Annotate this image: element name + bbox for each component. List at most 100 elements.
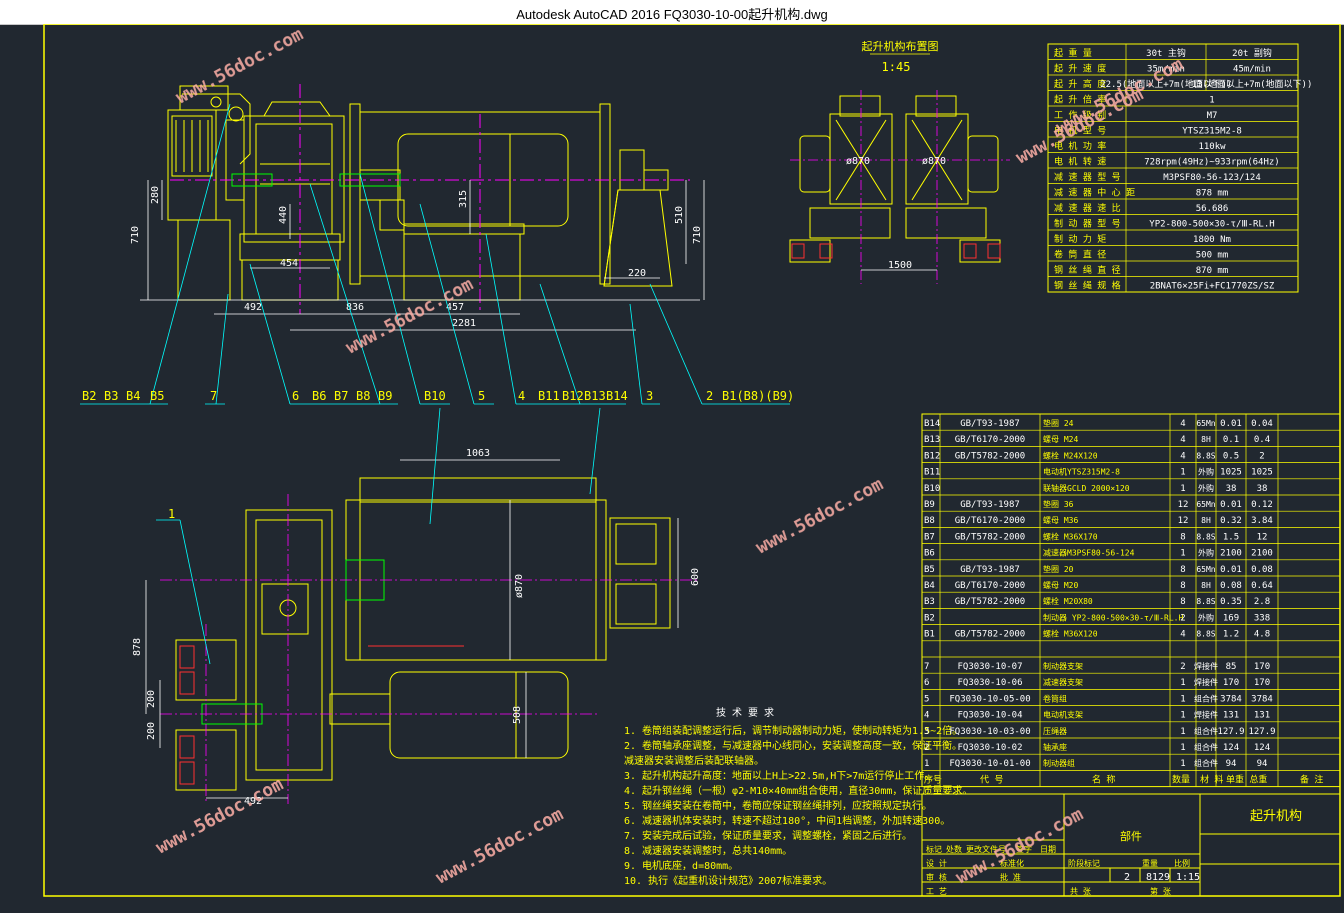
front-dim-7: 220 xyxy=(628,268,646,279)
title-block: 起升机构 部件 2 8129 1:15 标记处数更改文件号签字日期设 计审 核工… xyxy=(921,793,1341,897)
parts-cell: 2 xyxy=(1180,613,1185,623)
parts-cell: 4 xyxy=(1180,435,1185,445)
parts-cell: FQ3030-10-01-00 xyxy=(949,759,1030,769)
spec-value: 110kw xyxy=(1198,142,1226,152)
parts-cell: 170 xyxy=(1223,678,1239,688)
spec-label: 减 速 器 速 比 xyxy=(1054,202,1121,214)
parts-cell: 65Mn xyxy=(1196,419,1215,428)
tech-note: 6. 减速器机体安装时，转速不超过180°，中间1档调整，外加转速300。 xyxy=(624,814,950,827)
top-view-scale: 1:45 xyxy=(882,60,911,74)
parts-cell: 8H xyxy=(1201,435,1211,444)
scale-value: 1:15 xyxy=(1176,872,1200,883)
parts-cell: 3.84 xyxy=(1251,516,1273,526)
spec-value: 500 mm xyxy=(1196,251,1229,261)
leader-label: B14 xyxy=(606,389,628,403)
front-dim-6: 710 xyxy=(692,226,703,244)
window-title: Autodesk AutoCAD 2016 FQ3030-10-00起升机构.d… xyxy=(516,7,828,22)
parts-cell: GB/T5782-2000 xyxy=(955,597,1025,607)
parts-cell: 94 xyxy=(1257,759,1268,769)
leader-label: B3 xyxy=(104,389,118,403)
front-dim-5: 510 xyxy=(674,206,685,224)
parts-cell: 减速器M3PSF80-56-124 xyxy=(1043,548,1135,558)
parts-cell: 1025 xyxy=(1220,468,1242,478)
parts-header: 备 注 xyxy=(1300,773,1323,785)
spec-value: 1800 Nm xyxy=(1193,235,1231,245)
parts-header: 代 号 xyxy=(980,774,1003,785)
parts-cell: 5 xyxy=(924,694,929,704)
spec-value: 35m/min xyxy=(1147,65,1185,75)
parts-cell: 组合件 xyxy=(1194,693,1218,703)
parts-cell: 螺栓 M20X80 xyxy=(1043,596,1093,606)
top-dim-2: 1500 xyxy=(888,260,912,271)
plan-dim-4: 200 xyxy=(146,690,157,708)
leader-label: B7 xyxy=(334,389,348,403)
plan-dim-6: 508 xyxy=(512,706,523,724)
plan-centerlines xyxy=(160,494,700,804)
spec-label: 钢 丝 绳 规 格 xyxy=(1054,280,1121,292)
drawing-name: 起升机构 xyxy=(1250,809,1302,824)
parts-cell: 组合件 xyxy=(1194,742,1218,752)
spec-value: 870 mm xyxy=(1196,266,1229,276)
top-view-title: 起升机构布置图 xyxy=(862,39,939,53)
parts-cell: 2 xyxy=(924,743,929,753)
leader-label: 5 xyxy=(478,389,485,403)
plan-red-parts xyxy=(179,645,464,785)
title-block-label: 标准化 xyxy=(1000,858,1024,868)
spec-value: 728rpm(49Hz)~933rpm(64Hz) xyxy=(1144,158,1279,168)
parts-cell: 减速器支架 xyxy=(1043,677,1083,687)
plan-dim-3: 878 xyxy=(132,638,143,656)
drawing-canvas[interactable]: 710 280 440 454 315 510 710 220 492 836 … xyxy=(0,23,1344,909)
spec-label: 起 重 量 xyxy=(1054,47,1092,59)
parts-cell: 127.9 xyxy=(1248,727,1275,737)
tech-note: 1. 卷筒组装配调整运行后，调节制动器制动力矩，使制动转矩为1.5~2倍。 xyxy=(624,724,962,737)
parts-cell: 8.8S xyxy=(1196,532,1215,541)
parts-cell: 6 xyxy=(924,678,929,688)
parts-cell: 38 xyxy=(1226,484,1237,494)
spec-value: 2BNAT6×25Fi+FC1770ZS/SZ xyxy=(1150,282,1275,292)
title-block-label: 审 核 xyxy=(926,872,947,882)
parts-cell: 1025 xyxy=(1251,468,1273,478)
front-dim-1: 280 xyxy=(150,186,161,204)
parts-cell: 1 xyxy=(1180,484,1185,494)
spec-value: 20t 副钩 xyxy=(1232,47,1272,59)
parts-cell: 0.4 xyxy=(1254,435,1270,445)
spec-label: 电 机 功 率 xyxy=(1054,140,1106,152)
spec-label: 起 升 倍 率 xyxy=(1054,94,1106,106)
leader-label: 4 xyxy=(518,389,525,403)
parts-cell: 制动器支架 xyxy=(1043,661,1083,671)
parts-cell: B13 xyxy=(924,435,940,445)
plan-dim-labels: 1063 ø870 600 878 200 200 508 492 xyxy=(132,448,701,807)
parts-cell: 1.5 xyxy=(1223,532,1239,542)
parts-cell: GB/T6170-2000 xyxy=(955,581,1025,591)
title-block-label: 工 艺 xyxy=(926,887,947,896)
plan-dim-7: 492 xyxy=(244,796,262,807)
tech-note: 10. 执行《起重机设计规范》2007标准要求。 xyxy=(624,874,832,887)
parts-cell: 85 xyxy=(1226,662,1237,672)
parts-cell: 0.08 xyxy=(1251,565,1273,575)
parts-cell: 螺母 M36 xyxy=(1043,515,1078,525)
parts-cell: 2 xyxy=(1180,662,1185,672)
parts-cell: 8.8S xyxy=(1196,630,1215,639)
front-dim-8: 492 xyxy=(244,302,262,313)
tech-note: 7. 安装完成后试验，保证质量要求，调整螺栓，紧固之后进行。 xyxy=(624,829,912,842)
plan-dim-0: 1063 xyxy=(466,448,490,459)
parts-cell: B10 xyxy=(924,484,940,494)
cad-drawing[interactable]: 710 280 440 454 315 510 710 220 492 836 … xyxy=(0,23,1344,909)
top-view xyxy=(789,95,1001,263)
spec-value: YTSZ315M2-8 xyxy=(1182,127,1242,137)
parts-cell: B8 xyxy=(924,516,935,526)
title-block-label: 签字 xyxy=(1016,844,1032,854)
parts-cell: 124 xyxy=(1254,743,1270,753)
parts-cell: FQ3030-10-05-00 xyxy=(949,694,1030,704)
parts-cell: FQ3030-10-02 xyxy=(957,743,1022,753)
spec-label: 制 动 器 型 号 xyxy=(1054,218,1121,230)
leader-label: B2 xyxy=(82,389,96,403)
sheet-number: 2 xyxy=(1124,872,1130,883)
parts-cell: 4.8 xyxy=(1254,630,1270,640)
parts-cell: 169 xyxy=(1223,613,1239,623)
parts-cell: 0.35 xyxy=(1220,597,1242,607)
leader-label: 3 xyxy=(646,389,653,403)
